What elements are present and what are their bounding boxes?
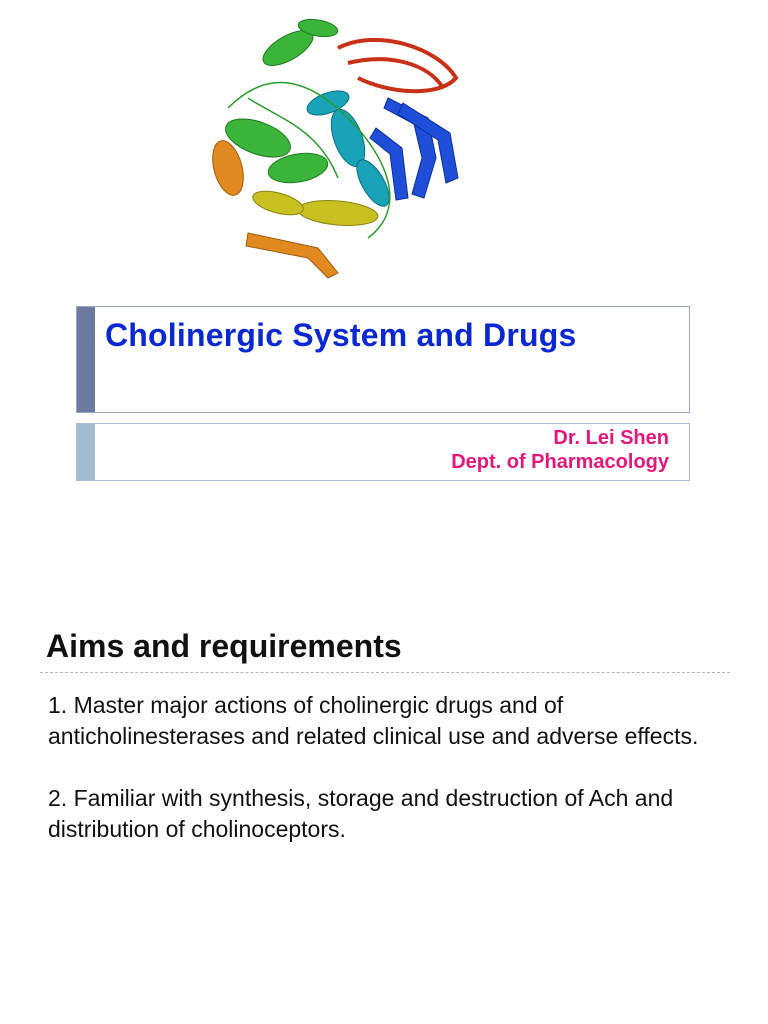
- title-accent-bar: [77, 307, 95, 412]
- author-block: Dr. Lei Shen Dept. of Pharmacology: [451, 426, 669, 474]
- author-name: Dr. Lei Shen: [553, 427, 669, 449]
- protein-structure-image: [212, 18, 459, 279]
- slide-title: Cholinergic System and Drugs: [105, 317, 577, 353]
- aims-item-1: 1. Master major actions of cholinergic d…: [48, 692, 699, 749]
- aims-slide: Aims and requirements 1. Master major ac…: [0, 620, 768, 1024]
- author-box: Dr. Lei Shen Dept. of Pharmacology: [76, 423, 690, 481]
- aims-list: 1. Master major actions of cholinergic d…: [48, 690, 728, 876]
- aims-heading: Aims and requirements: [46, 628, 402, 664]
- heading-divider: [40, 672, 730, 673]
- author-department: Dept. of Pharmacology: [451, 451, 669, 473]
- title-box: Cholinergic System and Drugs: [76, 306, 690, 413]
- author-accent-bar: [77, 424, 95, 480]
- title-slide: Cholinergic System and Drugs Dr. Lei She…: [76, 18, 690, 481]
- aims-item-2: 2. Familiar with synthesis, storage and …: [48, 785, 674, 842]
